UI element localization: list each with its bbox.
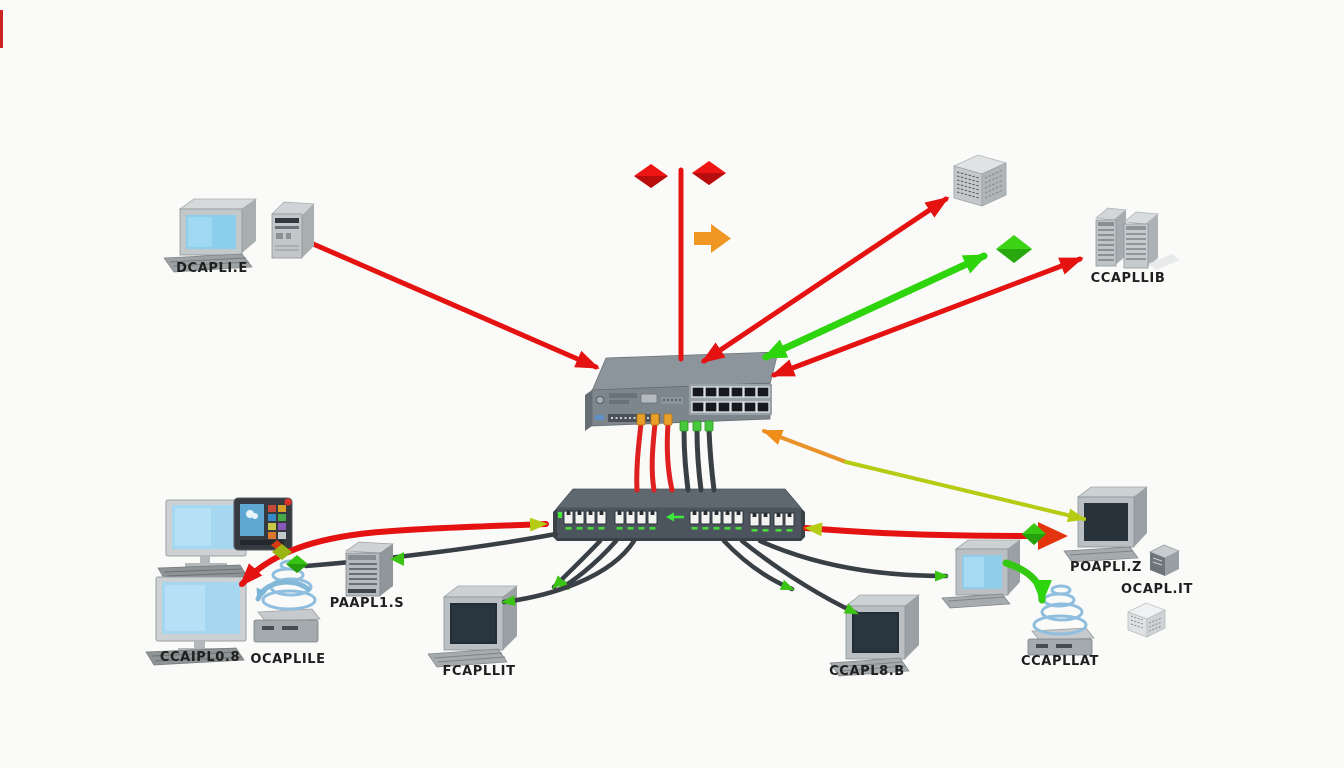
label-right-spiral: CCAPLLAT <box>1021 654 1099 669</box>
crt-monitor-right <box>1063 486 1149 563</box>
arrow-green-curved-right <box>1002 559 1052 604</box>
red-arrowhead-right <box>1038 522 1068 550</box>
diamond-markers <box>271 161 1046 573</box>
label-center-pc: FCAPLLIT <box>442 664 516 679</box>
label-right-monitor: POAPLI.Z <box>1069 560 1143 575</box>
edge-artifact <box>0 10 3 48</box>
arrow-switch-to-cube-server <box>700 196 950 364</box>
desktop-computer-top-left <box>163 198 258 273</box>
crt-computer-center-right <box>829 594 921 677</box>
label-center-right-pc: CCAPL8.B <box>829 664 905 679</box>
arrow-switch-to-server <box>770 256 1084 378</box>
lower-switch <box>553 488 805 541</box>
keyboard <box>829 657 910 677</box>
arrow-yg-to-right-monitor <box>844 460 1086 523</box>
arrow-green-diagonal <box>762 252 988 361</box>
arrow-layer-front <box>239 429 1086 604</box>
crt-computer-center <box>427 585 519 668</box>
label-left-spiral: OCAPLILE <box>250 652 326 667</box>
cube-server-top-right <box>952 154 1008 207</box>
label-left-server: PAAPL1.S <box>329 596 405 611</box>
label-top-right-server: CCAPLLIB <box>1090 271 1166 286</box>
arrow-blue-curved-left <box>255 579 311 602</box>
keyboard <box>1063 546 1139 563</box>
lcd-monitor-left-lower <box>145 576 247 666</box>
label-right-cube: OCAPL.IT <box>1121 582 1193 597</box>
label-left-monitor: CCAIPL0.8 <box>159 650 241 665</box>
spiral-device-right <box>1027 584 1095 656</box>
white-cube-right <box>1126 602 1167 638</box>
screen <box>1084 503 1128 541</box>
arrow-orange-to-upper-switch <box>762 429 848 464</box>
media-device-left <box>233 497 293 551</box>
dual-tower-server-top-right <box>1095 207 1180 270</box>
arrow-switch-to-left-monitor <box>239 517 549 587</box>
inter-switch-cables <box>634 413 717 493</box>
arrow-switch-to-right <box>803 522 1047 539</box>
tower-pc-top-left <box>271 201 315 259</box>
status-led <box>284 498 292 506</box>
screen <box>240 504 264 536</box>
label-top-left-pc: DCAPLI.E <box>176 261 248 276</box>
cube-device-right <box>1149 544 1180 576</box>
client-cables <box>501 538 949 616</box>
upper-switch <box>585 351 779 431</box>
desktop-computer-bottom-right <box>941 539 1022 609</box>
arrow-layer-back <box>301 167 1084 378</box>
lcd-monitor-left-upper <box>157 499 248 581</box>
keyboard <box>427 648 508 668</box>
arrow-tower-to-switch <box>301 237 600 370</box>
orange-block-arrow <box>694 224 731 253</box>
server-tower-left <box>344 541 395 597</box>
